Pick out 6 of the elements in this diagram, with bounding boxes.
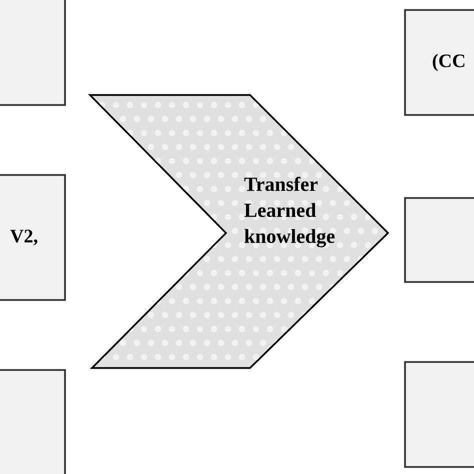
text-box: (CC — [404, 9, 474, 116]
text-box: V2, — [0, 174, 66, 301]
empty-box — [0, 369, 66, 474]
empty-box — [404, 197, 474, 283]
empty-box — [0, 0, 66, 106]
empty-box — [404, 361, 474, 468]
